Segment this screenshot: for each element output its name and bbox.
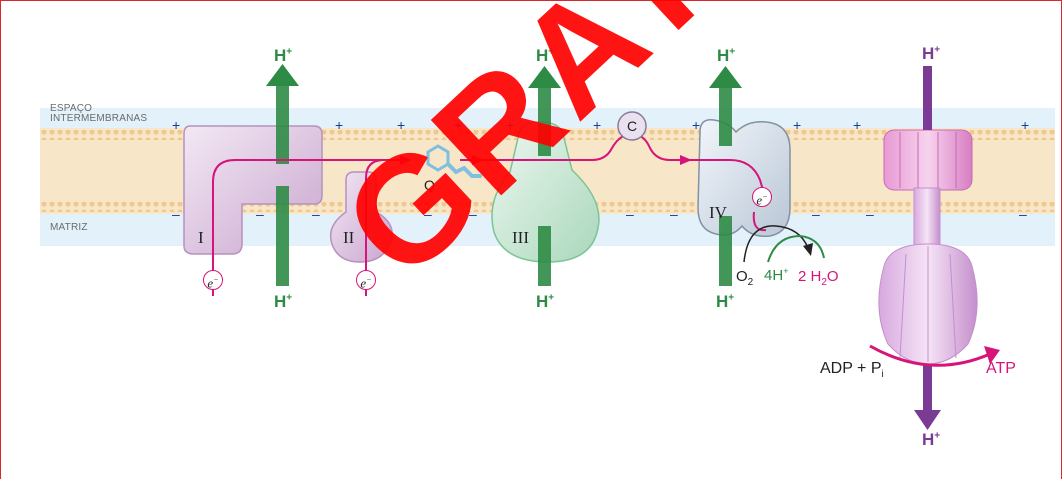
negative-sign: – [256,206,264,222]
negative-sign: – [670,206,678,222]
positive-sign: + [397,117,406,133]
positive-sign: + [793,117,802,133]
electron-arrowhead [400,155,412,165]
reaction-arrowhead [803,243,813,256]
negative-sign: – [312,206,320,222]
reaction-curve-green [767,234,825,263]
negative-sign: – [1019,206,1027,222]
atp-arrowhead [984,346,1000,364]
adp-pi-label: ADP + Pi [820,360,884,381]
reaction-curve-black [743,225,809,263]
negative-sign: – [626,206,634,222]
positive-sign: + [853,117,862,133]
proton-label: H+ [717,46,736,65]
intermembrane-label-1: ESPAÇO [50,103,93,114]
positive-sign: + [506,117,515,133]
complex-ii [329,171,393,263]
positive-sign: + [335,117,344,133]
proton-label: H+ [536,292,555,311]
proton-label: H+ [716,292,735,311]
complex-ii-label: II [343,228,355,247]
positive-sign: + [692,117,701,133]
water-label: 2 H2O [798,268,839,288]
positive-sign: + [454,117,463,133]
proton-label: H+ [274,46,293,65]
atp-synthase [878,129,978,365]
atp-curve [869,344,991,367]
atp-label: ATP [986,360,1016,377]
oxygen-label: O2 [736,268,754,288]
proton-arrows [266,64,941,430]
electron-badge: e− [356,270,376,290]
positive-sign: + [172,117,181,133]
intermembrane-label-2: INTERMEMBRANAS [50,113,148,124]
proton-label: H+ [922,44,941,63]
proton-label: H+ [536,46,555,65]
negative-sign: – [469,206,477,222]
cytochrome-c-label: C [627,118,638,134]
cytochrome-c [617,111,647,141]
negative-sign: – [172,206,180,222]
proton-label: H+ [274,292,293,311]
proton-count-label: 4H+ [764,266,789,284]
ubiquinone-label: Q [424,177,435,193]
electron-arrowhead [680,155,692,165]
electron-badge: e− [752,187,772,207]
complex-i-label: I [198,228,204,247]
negative-sign: – [866,206,874,222]
matrix-label: MATRIZ [50,222,88,233]
electron-badge: e− [203,270,223,290]
positive-sign: + [593,117,602,133]
ubiquinone-molecule [426,144,482,178]
electron-arrowhead [472,155,484,165]
positive-sign: + [1021,117,1030,133]
proton-label: H+ [922,430,941,449]
negative-sign: – [424,206,432,222]
complex-iii-label: III [512,228,529,247]
negative-sign: – [812,206,820,222]
complex-iv-label: IV [709,203,727,222]
